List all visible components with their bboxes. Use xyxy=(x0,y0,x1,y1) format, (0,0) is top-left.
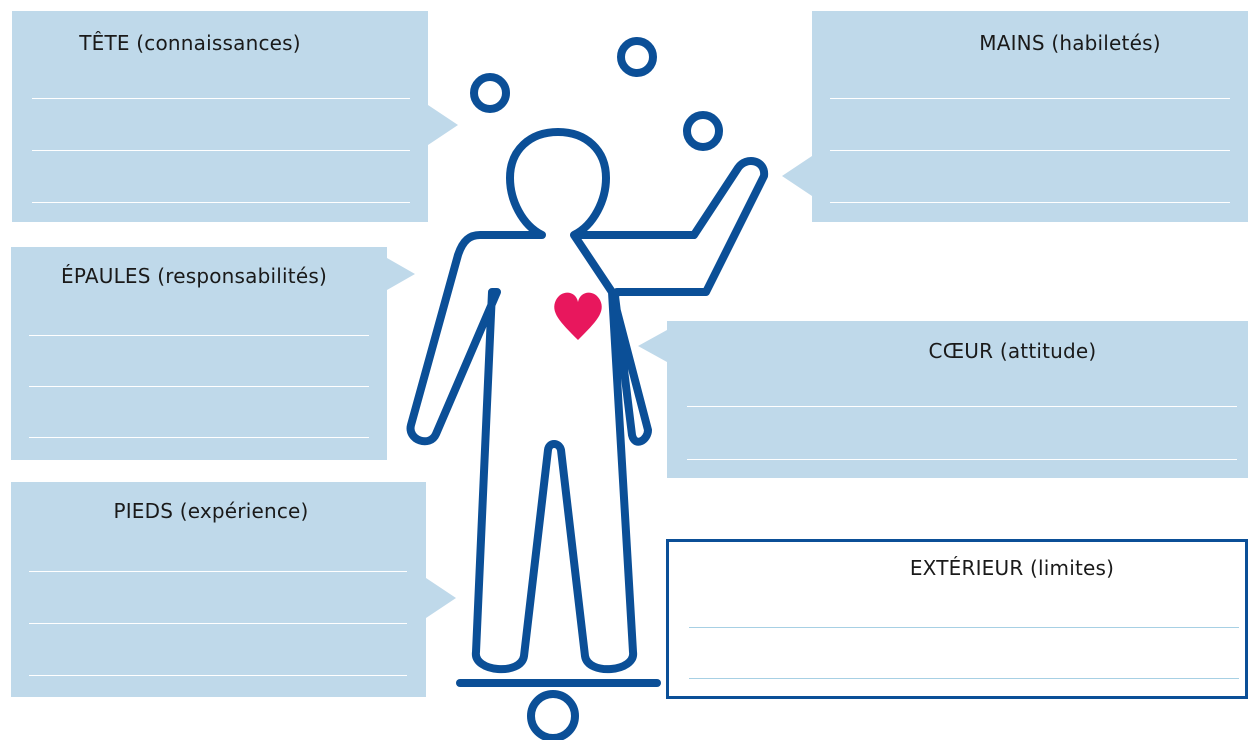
coeur-name: CŒUR xyxy=(928,339,994,363)
coeur-title: CŒUR (attitude) xyxy=(777,339,1248,363)
mains-detail: (habiletés) xyxy=(1051,31,1161,55)
coeur-box: CŒUR (attitude) xyxy=(667,321,1248,478)
pieds-line-2[interactable] xyxy=(29,623,407,624)
coeur-line-1[interactable] xyxy=(687,406,1237,407)
ball-icon xyxy=(617,37,657,77)
tete-pointer xyxy=(428,105,458,145)
mains-title: MAINS (habiletés) xyxy=(892,31,1248,55)
mains-line-3[interactable] xyxy=(830,202,1230,203)
tete-title: TÊTE (connaissances) xyxy=(0,31,428,55)
tete-line-3[interactable] xyxy=(32,202,410,203)
pieds-detail: (expérience) xyxy=(179,499,309,523)
ball-icon xyxy=(683,111,723,151)
mains-line-1[interactable] xyxy=(830,98,1230,99)
tete-line-2[interactable] xyxy=(32,150,410,151)
pieds-line-1[interactable] xyxy=(29,571,407,572)
pieds-line-3[interactable] xyxy=(29,675,407,676)
coeur-detail: (attitude) xyxy=(999,339,1097,363)
epaules-name: ÉPAULES xyxy=(61,264,151,288)
body-outline xyxy=(406,128,769,673)
exterieur-line-1[interactable] xyxy=(689,627,1239,628)
exterieur-box: EXTÉRIEUR (limites) xyxy=(666,539,1248,699)
epaules-line-3[interactable] xyxy=(29,437,369,438)
exterieur-line-2[interactable] xyxy=(689,678,1239,679)
mains-box: MAINS (habiletés) xyxy=(812,11,1248,222)
pieds-box: PIEDS (expérience) xyxy=(11,482,426,697)
mains-line-2[interactable] xyxy=(830,150,1230,151)
epaules-line-1[interactable] xyxy=(29,335,369,336)
coeur-line-2[interactable] xyxy=(687,459,1237,460)
mains-name: MAINS xyxy=(979,31,1045,55)
epaules-title: ÉPAULES (responsabilités) xyxy=(1,264,387,288)
ball-icon xyxy=(527,690,579,740)
exterieur-title: EXTÉRIEUR (limites) xyxy=(779,556,1245,580)
ball-icon xyxy=(470,73,510,113)
tete-detail: (connaissances) xyxy=(136,31,301,55)
exterieur-name: EXTÉRIEUR xyxy=(909,556,1024,580)
epaules-line-2[interactable] xyxy=(29,386,369,387)
pieds-pointer xyxy=(426,578,456,618)
tete-line-1[interactable] xyxy=(32,98,410,99)
tete-box: TÊTE (connaissances) xyxy=(12,11,428,222)
pieds-title: PIEDS (expérience) xyxy=(0,499,426,523)
epaules-pointer xyxy=(387,258,415,290)
heart-icon xyxy=(554,292,602,340)
coeur-pointer xyxy=(638,330,667,362)
tete-name: TÊTE xyxy=(79,31,130,55)
exterieur-detail: (limites) xyxy=(1030,556,1115,580)
epaules-box: ÉPAULES (responsabilités) xyxy=(11,247,387,460)
mains-pointer xyxy=(782,156,812,196)
pieds-name: PIEDS xyxy=(113,499,174,523)
epaules-detail: (responsabilités) xyxy=(157,264,327,288)
